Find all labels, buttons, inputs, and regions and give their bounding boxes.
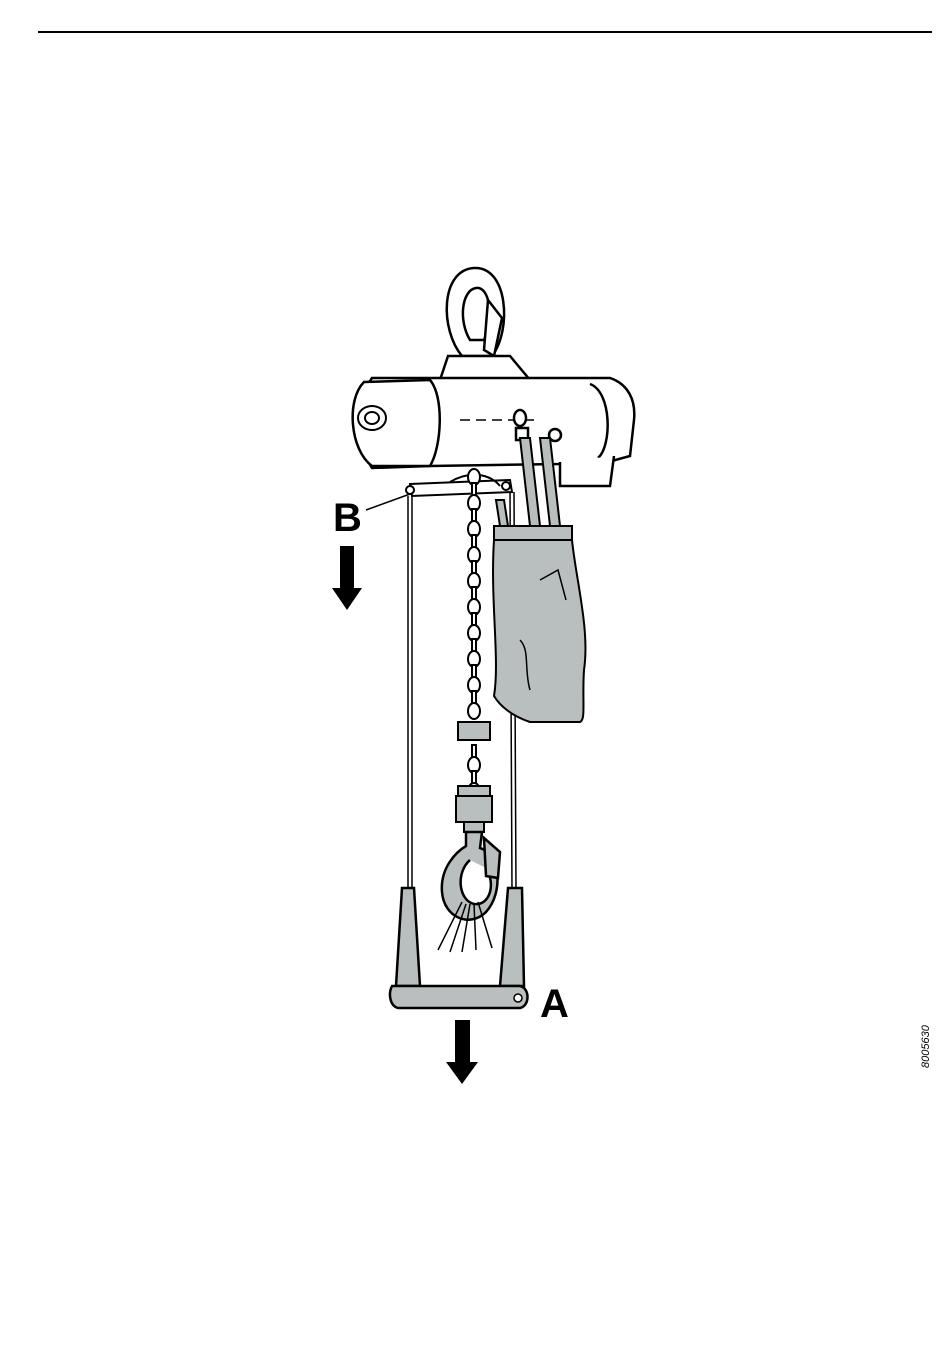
figure-id: 8005630 bbox=[920, 1025, 932, 1068]
load-hook bbox=[442, 832, 500, 920]
label-b: B bbox=[333, 498, 362, 538]
hoist-body bbox=[353, 356, 635, 486]
down-arrow-icon bbox=[332, 546, 362, 610]
chain-stopper bbox=[458, 722, 490, 740]
chain-bag bbox=[493, 526, 585, 722]
chain-link bbox=[468, 703, 480, 719]
control-lever-b bbox=[406, 475, 512, 496]
label-a: A bbox=[540, 984, 569, 1024]
exhaust-knob bbox=[358, 406, 386, 430]
label-b-leader bbox=[366, 494, 410, 510]
control-chain-left bbox=[408, 496, 412, 890]
suspension-hook bbox=[447, 268, 504, 356]
bottom-hook-block bbox=[456, 786, 492, 832]
load-chain bbox=[468, 469, 480, 799]
down-arrow-icon bbox=[446, 1020, 478, 1084]
